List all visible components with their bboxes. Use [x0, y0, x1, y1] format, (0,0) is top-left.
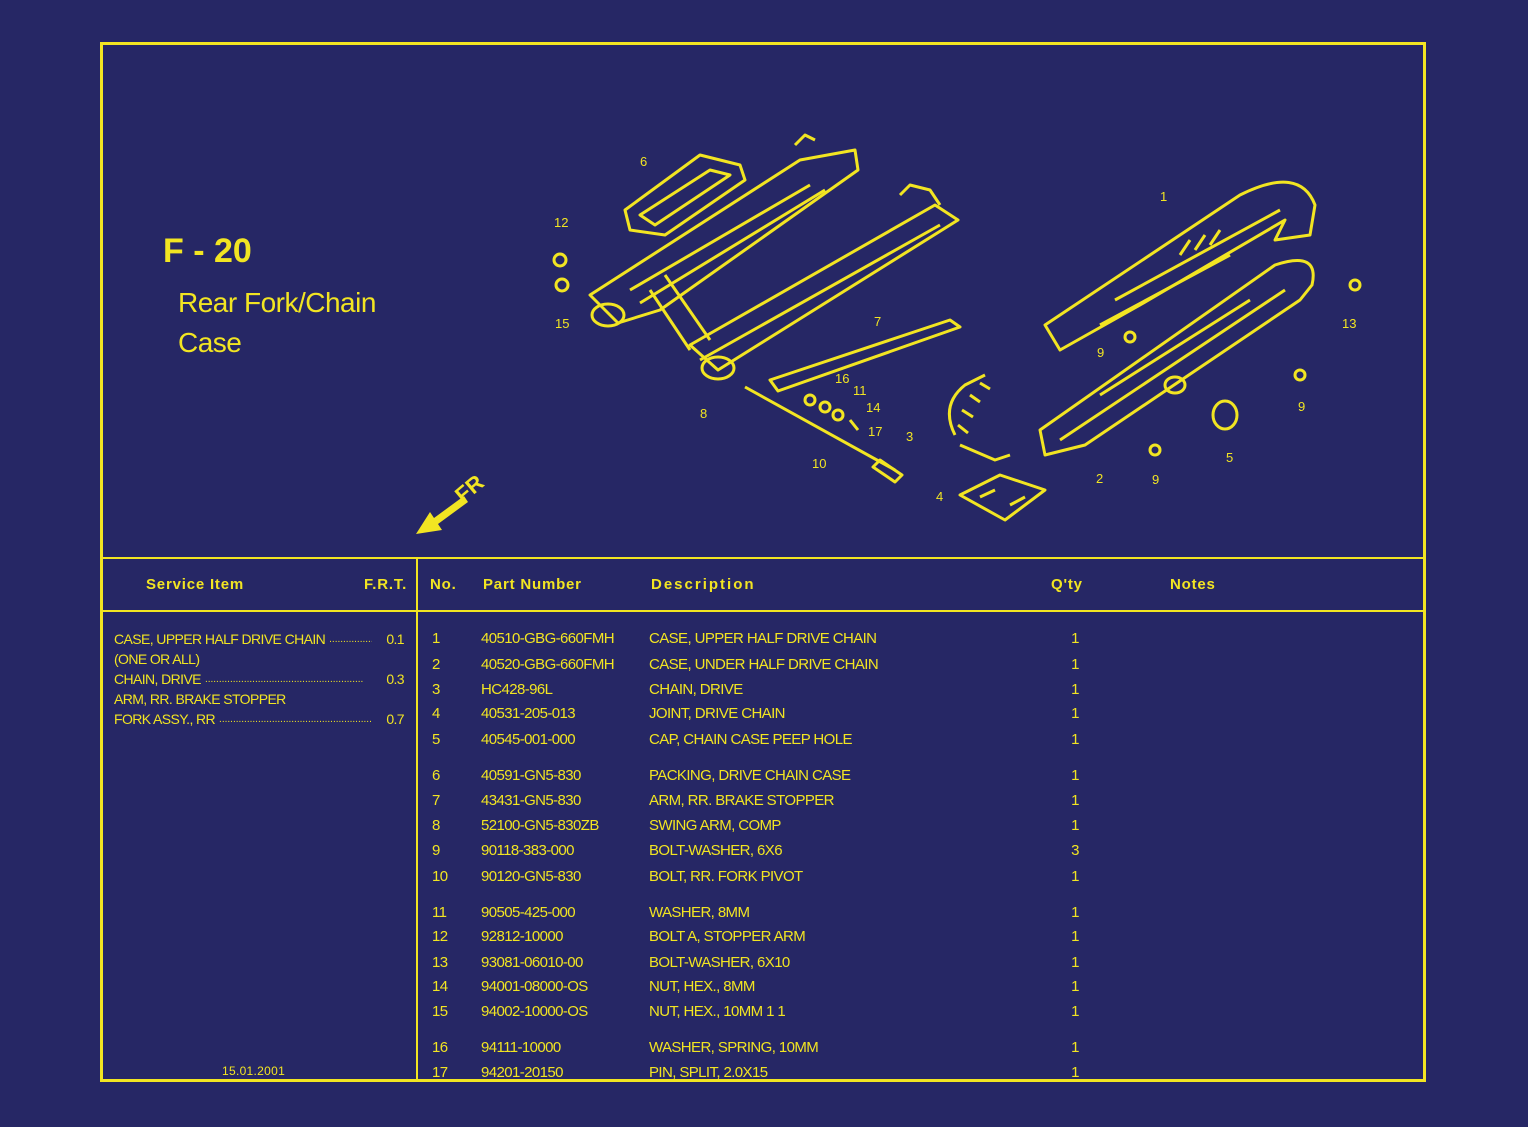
header-part-number: Part Number: [483, 576, 582, 593]
svg-text:15: 15: [555, 316, 569, 331]
svg-text:5: 5: [1226, 450, 1233, 465]
header-notes: Notes: [1170, 576, 1216, 593]
svg-text:12: 12: [554, 215, 568, 230]
svg-text:1: 1: [1160, 189, 1167, 204]
service-item: CASE, UPPER HALF DRIVE CHAIN............…: [114, 631, 404, 647]
chain-joint-icon: [958, 473, 1047, 522]
peep-hole-cap-icon: [1211, 399, 1239, 431]
exploded-parts-diagram: 1 2 3 4 5 6 7 8 9 9 9 10 11 12 13 14 15 …: [552, 133, 1362, 522]
svg-text:9: 9: [1152, 472, 1159, 487]
service-column-divider: [416, 557, 418, 1082]
upper-chain-case-icon: [1043, 180, 1317, 352]
svg-text:6: 6: [640, 154, 647, 169]
service-item: (ONE OR ALL): [114, 651, 200, 667]
front-direction-arrow-icon: [416, 496, 468, 534]
svg-text:11: 11: [853, 383, 867, 398]
header-divider: [100, 610, 1426, 612]
svg-text:17: 17: [868, 424, 882, 439]
packing-icon: [623, 153, 747, 237]
svg-text:14: 14: [866, 400, 880, 415]
svg-text:9: 9: [1298, 399, 1305, 414]
header-service-item: Service Item: [146, 576, 244, 593]
pivot-bolt-icon: [744, 385, 896, 472]
svg-text:13: 13: [1342, 316, 1356, 331]
svg-text:2: 2: [1096, 471, 1103, 486]
revision-date: 15.01.2001: [222, 1064, 286, 1078]
header-qty: Q'ty: [1051, 576, 1083, 593]
lower-chain-case-icon: [1038, 259, 1315, 457]
header-frt: F.R.T.: [364, 576, 408, 593]
svg-text:7: 7: [874, 314, 881, 329]
drive-chain-icon: [947, 373, 1011, 462]
svg-text:3: 3: [906, 429, 913, 444]
service-item: FORK ASSY., RR..........................…: [114, 711, 404, 727]
drawing-frame: [100, 42, 1426, 1082]
header-no: No.: [430, 576, 457, 593]
header-description: Description: [651, 576, 756, 593]
figure-title: Rear Fork/Chain Case: [178, 287, 376, 358]
service-items-list: CASE, UPPER HALF DRIVE CHAIN............…: [114, 629, 404, 729]
svg-text:16: 16: [835, 371, 849, 386]
service-item: CHAIN, DRIVE............................…: [114, 671, 404, 687]
svg-text:9: 9: [1097, 345, 1104, 360]
title-divider: [100, 557, 1426, 559]
svg-text:4: 4: [936, 489, 943, 504]
svg-text:10: 10: [812, 456, 826, 471]
service-item: ARM, RR. BRAKE STOPPER: [114, 691, 286, 707]
svg-text:8: 8: [700, 406, 707, 421]
stopper-arm-icon: [768, 318, 962, 393]
figure-code: F - 20: [163, 232, 252, 270]
